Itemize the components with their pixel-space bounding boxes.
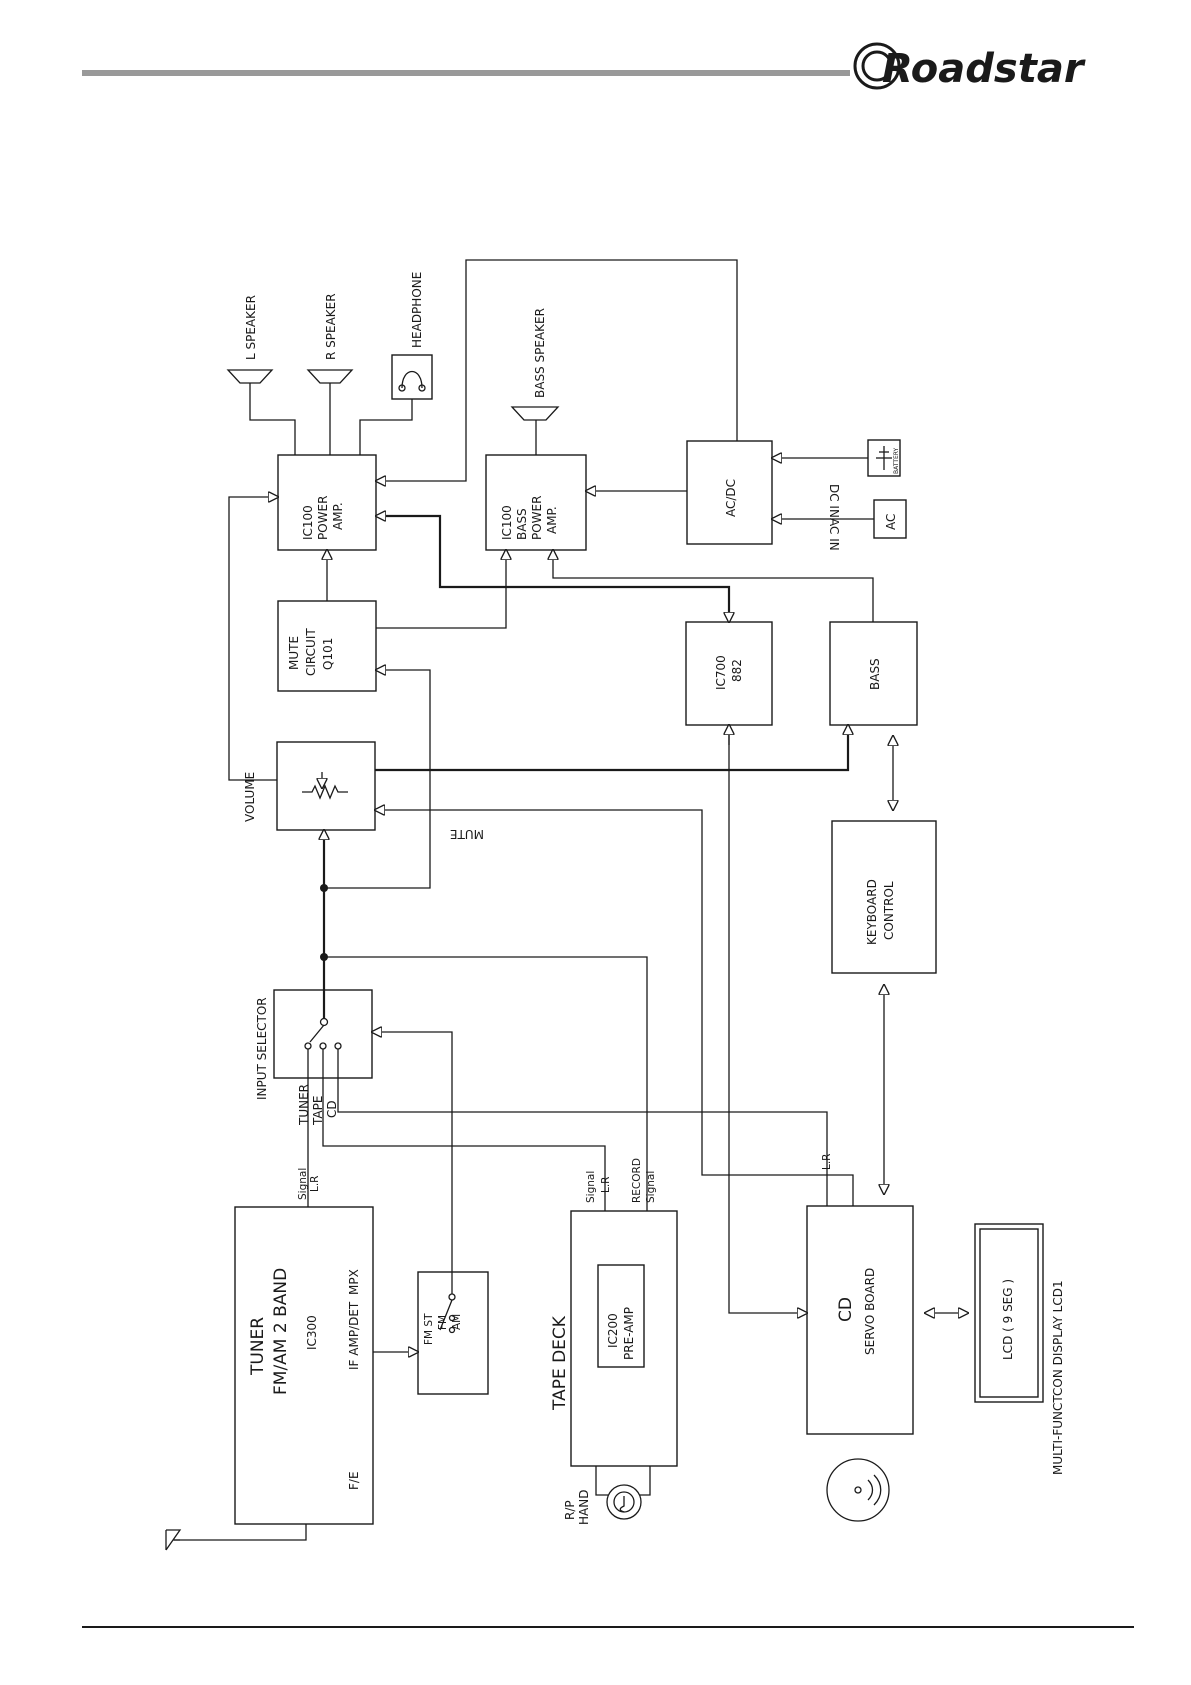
svg-text:KEYBOARD: KEYBOARD <box>865 879 879 945</box>
tape-deck-label: TAPE DECK <box>550 1315 570 1411</box>
svg-text:AMP.: AMP. <box>545 506 559 534</box>
input-selector-block: INPUT SELECTOR <box>255 989 373 1100</box>
svg-text:CD: CD <box>836 1297 856 1322</box>
header-rule <box>82 70 850 76</box>
r-speaker-label: R SPEAKER <box>324 293 338 360</box>
svg-text:CD: CD <box>325 1100 339 1118</box>
tuner-block: TUNER FM/AM 2 BAND IC300 F/E IF AMP/DET … <box>234 1206 374 1525</box>
svg-text:IC100: IC100 <box>500 505 514 540</box>
lcd-block: LCD ( 9 SEG ) <box>974 1223 1044 1403</box>
svg-text:AC: AC <box>884 514 898 530</box>
r-speaker: R SPEAKER <box>306 293 354 384</box>
headphone-label: HEADPHONE <box>410 272 424 348</box>
svg-text:Signal: Signal <box>585 1171 597 1203</box>
ic200-block: IC200 PRE-AMP <box>597 1264 645 1368</box>
battery-symbol: BATTERY <box>867 439 901 477</box>
svg-text:MUTE: MUTE <box>287 636 301 670</box>
volume-block: VOLUME <box>243 741 376 831</box>
ac-source: AC <box>873 499 907 539</box>
bass-speaker-label: BASS SPEAKER <box>533 308 547 398</box>
svg-text:L.R: L.R <box>309 1176 321 1192</box>
volume-label: VOLUME <box>243 772 257 822</box>
svg-text:TUNER: TUNER <box>248 1317 268 1376</box>
ac-in-label: AC IN <box>827 518 841 551</box>
svg-text:BASS: BASS <box>868 658 882 690</box>
brand-name: Roadstar <box>882 46 1086 92</box>
svg-text:HAND: HAND <box>577 1490 591 1525</box>
svg-text:Signal: Signal <box>297 1168 309 1200</box>
keyboard-control-block: KEYBOARD CONTROL <box>831 820 937 974</box>
svg-text:FM ST: FM ST <box>423 1313 435 1345</box>
input-selector-label: INPUT SELECTOR <box>255 997 269 1100</box>
fm-switch-block: FM ST FM AM <box>417 1271 489 1395</box>
footer-rule <box>82 1626 1134 1628</box>
svg-text:POWER: POWER <box>316 496 330 540</box>
brand-logo: Roadstar <box>853 42 1086 92</box>
svg-text:882: 882 <box>730 659 744 682</box>
l-speaker-label: L SPEAKER <box>244 295 258 360</box>
svg-text:L.R: L.R <box>600 1177 612 1193</box>
ic700-block: IC700 882 <box>685 621 773 726</box>
svg-text:LCD ( 9 SEG ): LCD ( 9 SEG ) <box>1001 1279 1015 1360</box>
svg-text:BASS: BASS <box>515 508 529 540</box>
svg-text:PRE-AMP: PRE-AMP <box>622 1307 636 1360</box>
cd-disc-icon <box>826 1458 890 1522</box>
bass-block: BASS <box>829 621 918 726</box>
svg-text:IF AMP/DET: IF AMP/DET <box>347 1301 361 1370</box>
headphone: HEADPHONE <box>391 272 433 400</box>
multi-display-label: MULTI-FUNCTCON DISPLAY LCD1 <box>1051 1280 1065 1475</box>
dc-in-label: DC IN <box>827 484 841 518</box>
mute-circuit-block: MUTE CIRCUIT Q101 <box>277 600 377 692</box>
svg-text:F/E: F/E <box>347 1471 361 1490</box>
svg-text:CONTROL: CONTROL <box>882 881 896 940</box>
tape-deck-block: TAPE DECK IC200 PRE-AMP <box>550 1210 678 1467</box>
svg-text:R/P: R/P <box>563 1500 577 1520</box>
svg-text:TAPE: TAPE <box>311 1096 325 1126</box>
svg-text:IC300: IC300 <box>305 1315 319 1350</box>
svg-text:IC200: IC200 <box>606 1313 620 1348</box>
connections <box>228 259 968 1352</box>
svg-text:MPX: MPX <box>347 1269 361 1295</box>
antenna-icon <box>165 1524 307 1551</box>
svg-text:FM/AM 2 BAND: FM/AM 2 BAND <box>271 1268 291 1395</box>
svg-text:Signal: Signal <box>645 1171 657 1203</box>
svg-text:AMP.: AMP. <box>331 502 345 530</box>
svg-text:IC700: IC700 <box>714 655 728 690</box>
svg-text:FM: FM <box>437 1315 449 1330</box>
power-amp-block: IC100 POWER AMP. <box>277 454 377 551</box>
svg-text:TUNER: TUNER <box>297 1084 311 1126</box>
svg-text:Q101: Q101 <box>321 638 335 670</box>
rp-head: R/P HAND <box>563 1466 651 1525</box>
bass-speaker: BASS SPEAKER <box>510 308 560 421</box>
svg-text:IC100: IC100 <box>301 505 315 540</box>
svg-text:AM: AM <box>451 1314 463 1330</box>
cd-servo-block: CD SERVO BOARD <box>806 1205 914 1435</box>
svg-text:CIRCUIT: CIRCUIT <box>304 628 318 676</box>
svg-text:POWER: POWER <box>530 496 544 540</box>
mute-label: MUTE <box>450 827 484 841</box>
svg-text:AC/DC: AC/DC <box>724 479 738 517</box>
l-speaker: L SPEAKER <box>226 295 274 384</box>
svg-text:RECORD: RECORD <box>631 1158 643 1203</box>
bass-power-amp-block: IC100 BASS POWER AMP. <box>485 454 587 551</box>
svg-text:SERVO BOARD: SERVO BOARD <box>863 1268 877 1355</box>
acdc-block: AC/DC <box>686 440 773 545</box>
svg-text:BATTERY: BATTERY <box>893 447 900 474</box>
